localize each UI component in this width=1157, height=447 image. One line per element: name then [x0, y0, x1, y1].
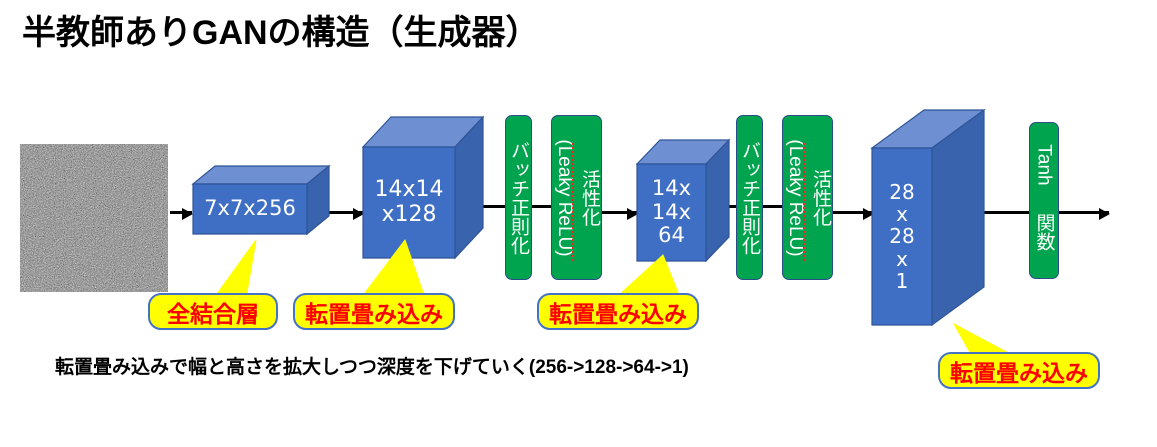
arrow-act1-to-deconv2: [600, 208, 638, 220]
arrow-noise-to-fc: [170, 208, 193, 220]
block-fc-output: 7x7x256: [191, 164, 331, 242]
callout-deconv2-bubble: 転置畳み込み: [537, 293, 699, 330]
page-title: 半教師ありGANの構造（生成器）: [22, 14, 540, 52]
op-activation-2[interactable]: (Leaky ReLU) 活性化: [782, 115, 833, 280]
block-deconv1-output: 14x14 x128: [361, 115, 485, 260]
arrow-fc-to-deconv1: [321, 208, 364, 220]
op-activation-2-label: 活性化: [810, 169, 831, 226]
arrow-tanh-output: [1047, 208, 1110, 220]
spellcheck-underline-icon-2: [803, 143, 805, 261]
callout-fc[interactable]: 全結合層: [148, 239, 278, 330]
op-tanh[interactable]: Tanh 関数: [1029, 122, 1059, 279]
callout-fc-bubble: 全結合層: [148, 293, 278, 330]
callout-deconv3[interactable]: 転置畳み込み: [938, 322, 1100, 394]
op-activation-1-latin: (Leaky ReLU): [554, 138, 575, 257]
op-tanh-latin: Tanh: [1033, 144, 1055, 186]
callout-deconv3-bubble: 転置畳み込み: [938, 352, 1100, 389]
spellcheck-underline-icon: [572, 143, 574, 261]
op-activation-1-label: 活性化: [579, 169, 600, 226]
op-batchnorm-2[interactable]: バッチ正則化: [736, 115, 763, 280]
arrow-act2-to-deconv3: [831, 208, 874, 220]
op-activation-1[interactable]: (Leaky ReLU) 活性化: [551, 115, 602, 280]
op-batchnorm-1-label: バッチ正則化: [508, 140, 529, 255]
op-tanh-label: 関数: [1033, 212, 1055, 251]
connector-deconv3-to-tanh: [954, 211, 1030, 214]
op-activation-2-latin: (Leaky ReLU): [785, 138, 806, 257]
callout-deconv1-bubble: 転置畳み込み: [293, 293, 455, 330]
op-batchnorm-2-label: バッチ正則化: [739, 140, 760, 255]
connector-bn1-to-act1: [531, 205, 553, 208]
connector-deconv1-to-bn1: [477, 205, 515, 208]
block-deconv3-output: 28 x 28 x 1: [870, 108, 986, 358]
bottom-note: 転置畳み込みで幅と高さを拡大しつつ深度を下げていく(256->128->64->…: [55, 357, 689, 378]
random-noise-image: [20, 144, 168, 292]
callout-deconv1[interactable]: 転置畳み込み: [293, 238, 455, 330]
connector-bn2-to-act2: [762, 205, 784, 208]
op-batchnorm-1[interactable]: バッチ正則化: [505, 115, 532, 280]
block-deconv2-output: 14x 14x 64: [635, 138, 731, 263]
callout-deconv2[interactable]: 転置畳み込み: [537, 254, 699, 330]
